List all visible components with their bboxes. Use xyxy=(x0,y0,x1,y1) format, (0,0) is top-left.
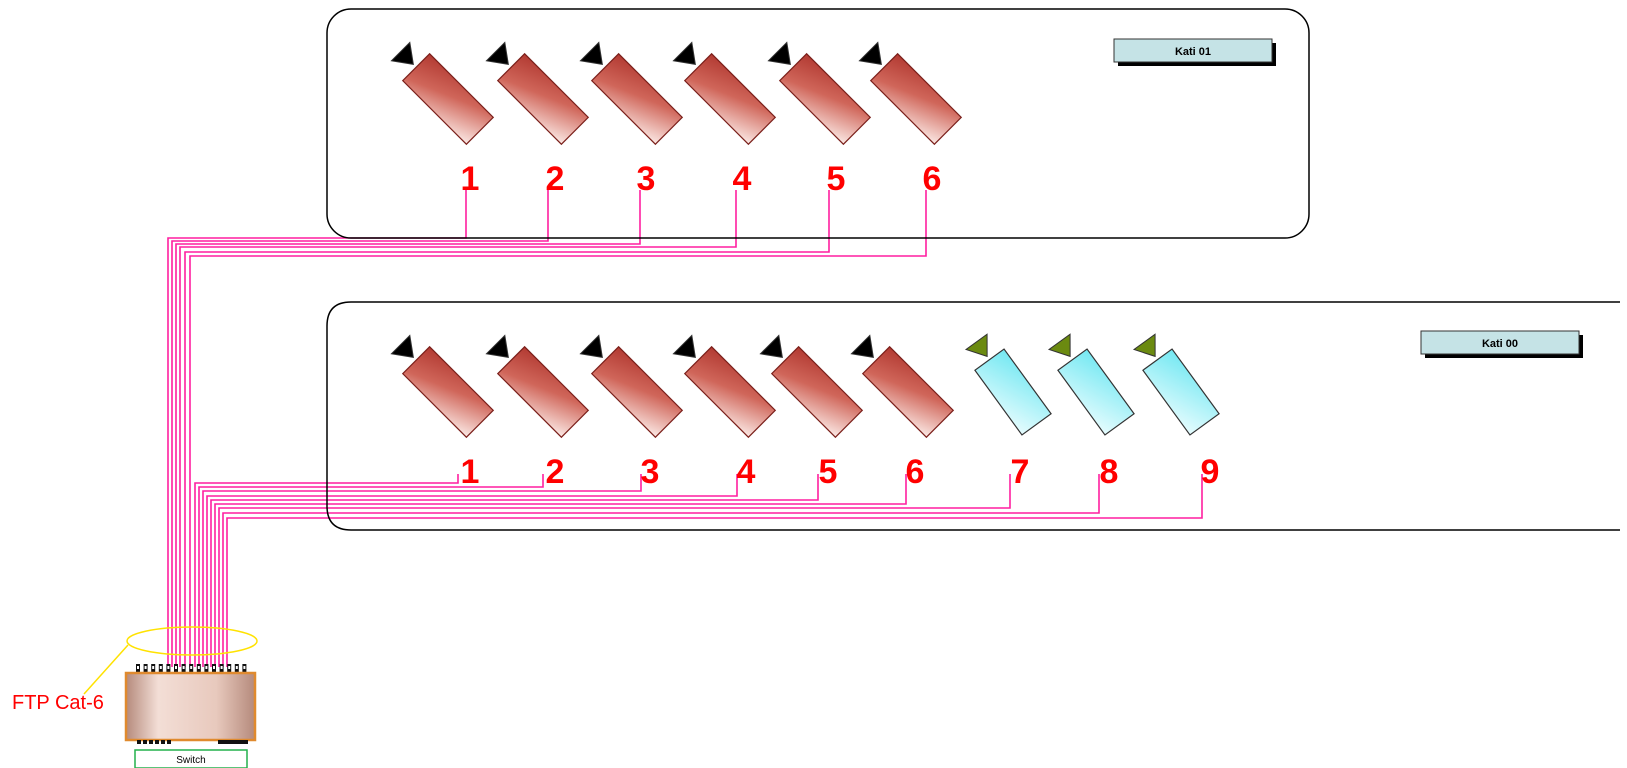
camera-number: 2 xyxy=(546,453,565,491)
camera-lens xyxy=(672,41,696,65)
cctv-camera-indoor-icon xyxy=(672,334,777,439)
cctv-camera-outdoor-icon xyxy=(964,333,1052,436)
camera-lens xyxy=(485,334,509,358)
floor-label-box: Kati 01 xyxy=(1113,38,1276,66)
camera-number: 5 xyxy=(819,453,838,491)
camera-body xyxy=(770,345,864,439)
floor-label: Kati 01 xyxy=(1175,46,1211,58)
cctv-camera-outdoor-icon xyxy=(1132,333,1220,436)
cctv-camera-indoor-icon xyxy=(390,41,495,146)
camera-body xyxy=(778,52,872,146)
camera-number: 4 xyxy=(733,160,752,198)
floor-panel-kati-00: Kati 00 1 2 3 4 5 6 7 8 9 xyxy=(326,301,1620,531)
cable-run xyxy=(179,190,737,667)
camera-lens xyxy=(1132,333,1156,358)
camera-number: 2 xyxy=(546,160,565,198)
cctv-camera-indoor-icon xyxy=(672,41,777,146)
camera-number: 3 xyxy=(637,160,656,198)
camera-lens xyxy=(672,334,696,358)
cable-run xyxy=(222,474,1100,667)
cctv-camera-indoor-icon xyxy=(485,334,590,439)
camera-body xyxy=(590,345,684,439)
switch-label-box xyxy=(134,749,248,768)
cctv-camera-indoor-icon xyxy=(579,334,684,439)
camera-body xyxy=(590,52,684,146)
camera-body xyxy=(683,345,777,439)
camera-body xyxy=(861,345,955,439)
switch-feet xyxy=(137,740,248,744)
camera-body xyxy=(401,345,495,439)
floor-frame xyxy=(326,301,1620,531)
switch-ports xyxy=(136,664,247,673)
camera-body xyxy=(496,345,590,439)
cable-run xyxy=(214,474,907,667)
camera-body xyxy=(1142,348,1220,436)
camera-lens xyxy=(858,41,882,65)
camera-number: 1 xyxy=(461,160,480,198)
camera-number: 6 xyxy=(906,453,925,491)
cable-run xyxy=(202,474,642,667)
camera-number: 8 xyxy=(1100,453,1119,491)
camera-lens xyxy=(390,334,414,358)
camera-body xyxy=(869,52,963,146)
floor-panel-kati-01: Kati 01 1 2 3 4 5 6 xyxy=(326,8,1310,239)
camera-number: 7 xyxy=(1011,453,1030,491)
camera-lens xyxy=(759,334,783,358)
camera-lens xyxy=(579,334,603,358)
cctv-camera-indoor-icon xyxy=(759,334,864,439)
cable-run xyxy=(226,474,1203,667)
cctv-camera-outdoor-icon xyxy=(1047,333,1135,436)
camera-number: 3 xyxy=(641,453,660,491)
cable-run xyxy=(206,474,738,667)
cable-run xyxy=(210,474,819,667)
cctv-camera-indoor-icon xyxy=(485,41,590,146)
camera-number: 5 xyxy=(827,160,846,198)
camera-body xyxy=(683,52,777,146)
cctv-camera-indoor-icon xyxy=(858,41,963,146)
switch-body xyxy=(124,671,257,742)
camera-body xyxy=(401,52,495,146)
floor-label-box: Kati 00 xyxy=(1420,330,1583,358)
camera-number: 9 xyxy=(1201,453,1220,491)
network-switch-icon: Switch xyxy=(124,664,257,768)
camera-group: 1 2 3 4 5 6 7 8 9 xyxy=(390,333,1220,491)
floor-label: Kati 00 xyxy=(1482,338,1518,350)
cctv-camera-indoor-icon xyxy=(390,334,495,439)
camera-lens xyxy=(850,334,874,358)
cable-run xyxy=(171,190,549,667)
cable-run xyxy=(189,190,927,667)
cable-run xyxy=(184,190,830,667)
cable-bundle-highlight xyxy=(126,626,258,656)
camera-body xyxy=(1057,348,1135,436)
camera-number: 1 xyxy=(461,453,480,491)
camera-body xyxy=(496,52,590,146)
camera-lens xyxy=(579,41,603,65)
cable-run xyxy=(218,474,1011,667)
camera-lens xyxy=(1047,333,1071,358)
camera-group: 1 2 3 4 5 6 xyxy=(390,41,963,198)
camera-lens xyxy=(485,41,509,65)
switch-label: Switch xyxy=(176,755,205,766)
cables-layer xyxy=(167,190,1203,667)
camera-lens xyxy=(390,41,414,65)
cable-type-label: FTP Cat-6 xyxy=(12,692,104,714)
camera-number: 4 xyxy=(737,453,756,491)
floor-frame xyxy=(326,8,1310,239)
cctv-camera-indoor-icon xyxy=(767,41,872,146)
cable-label-leader xyxy=(83,644,129,695)
camera-body xyxy=(974,348,1052,436)
camera-lens xyxy=(767,41,791,65)
camera-number: 6 xyxy=(923,160,942,198)
cable-run xyxy=(175,190,641,667)
cctv-camera-indoor-icon xyxy=(850,334,955,439)
cable-run xyxy=(167,190,467,667)
cctv-camera-indoor-icon xyxy=(579,41,684,146)
camera-lens xyxy=(964,333,988,358)
cable-run xyxy=(198,474,544,667)
